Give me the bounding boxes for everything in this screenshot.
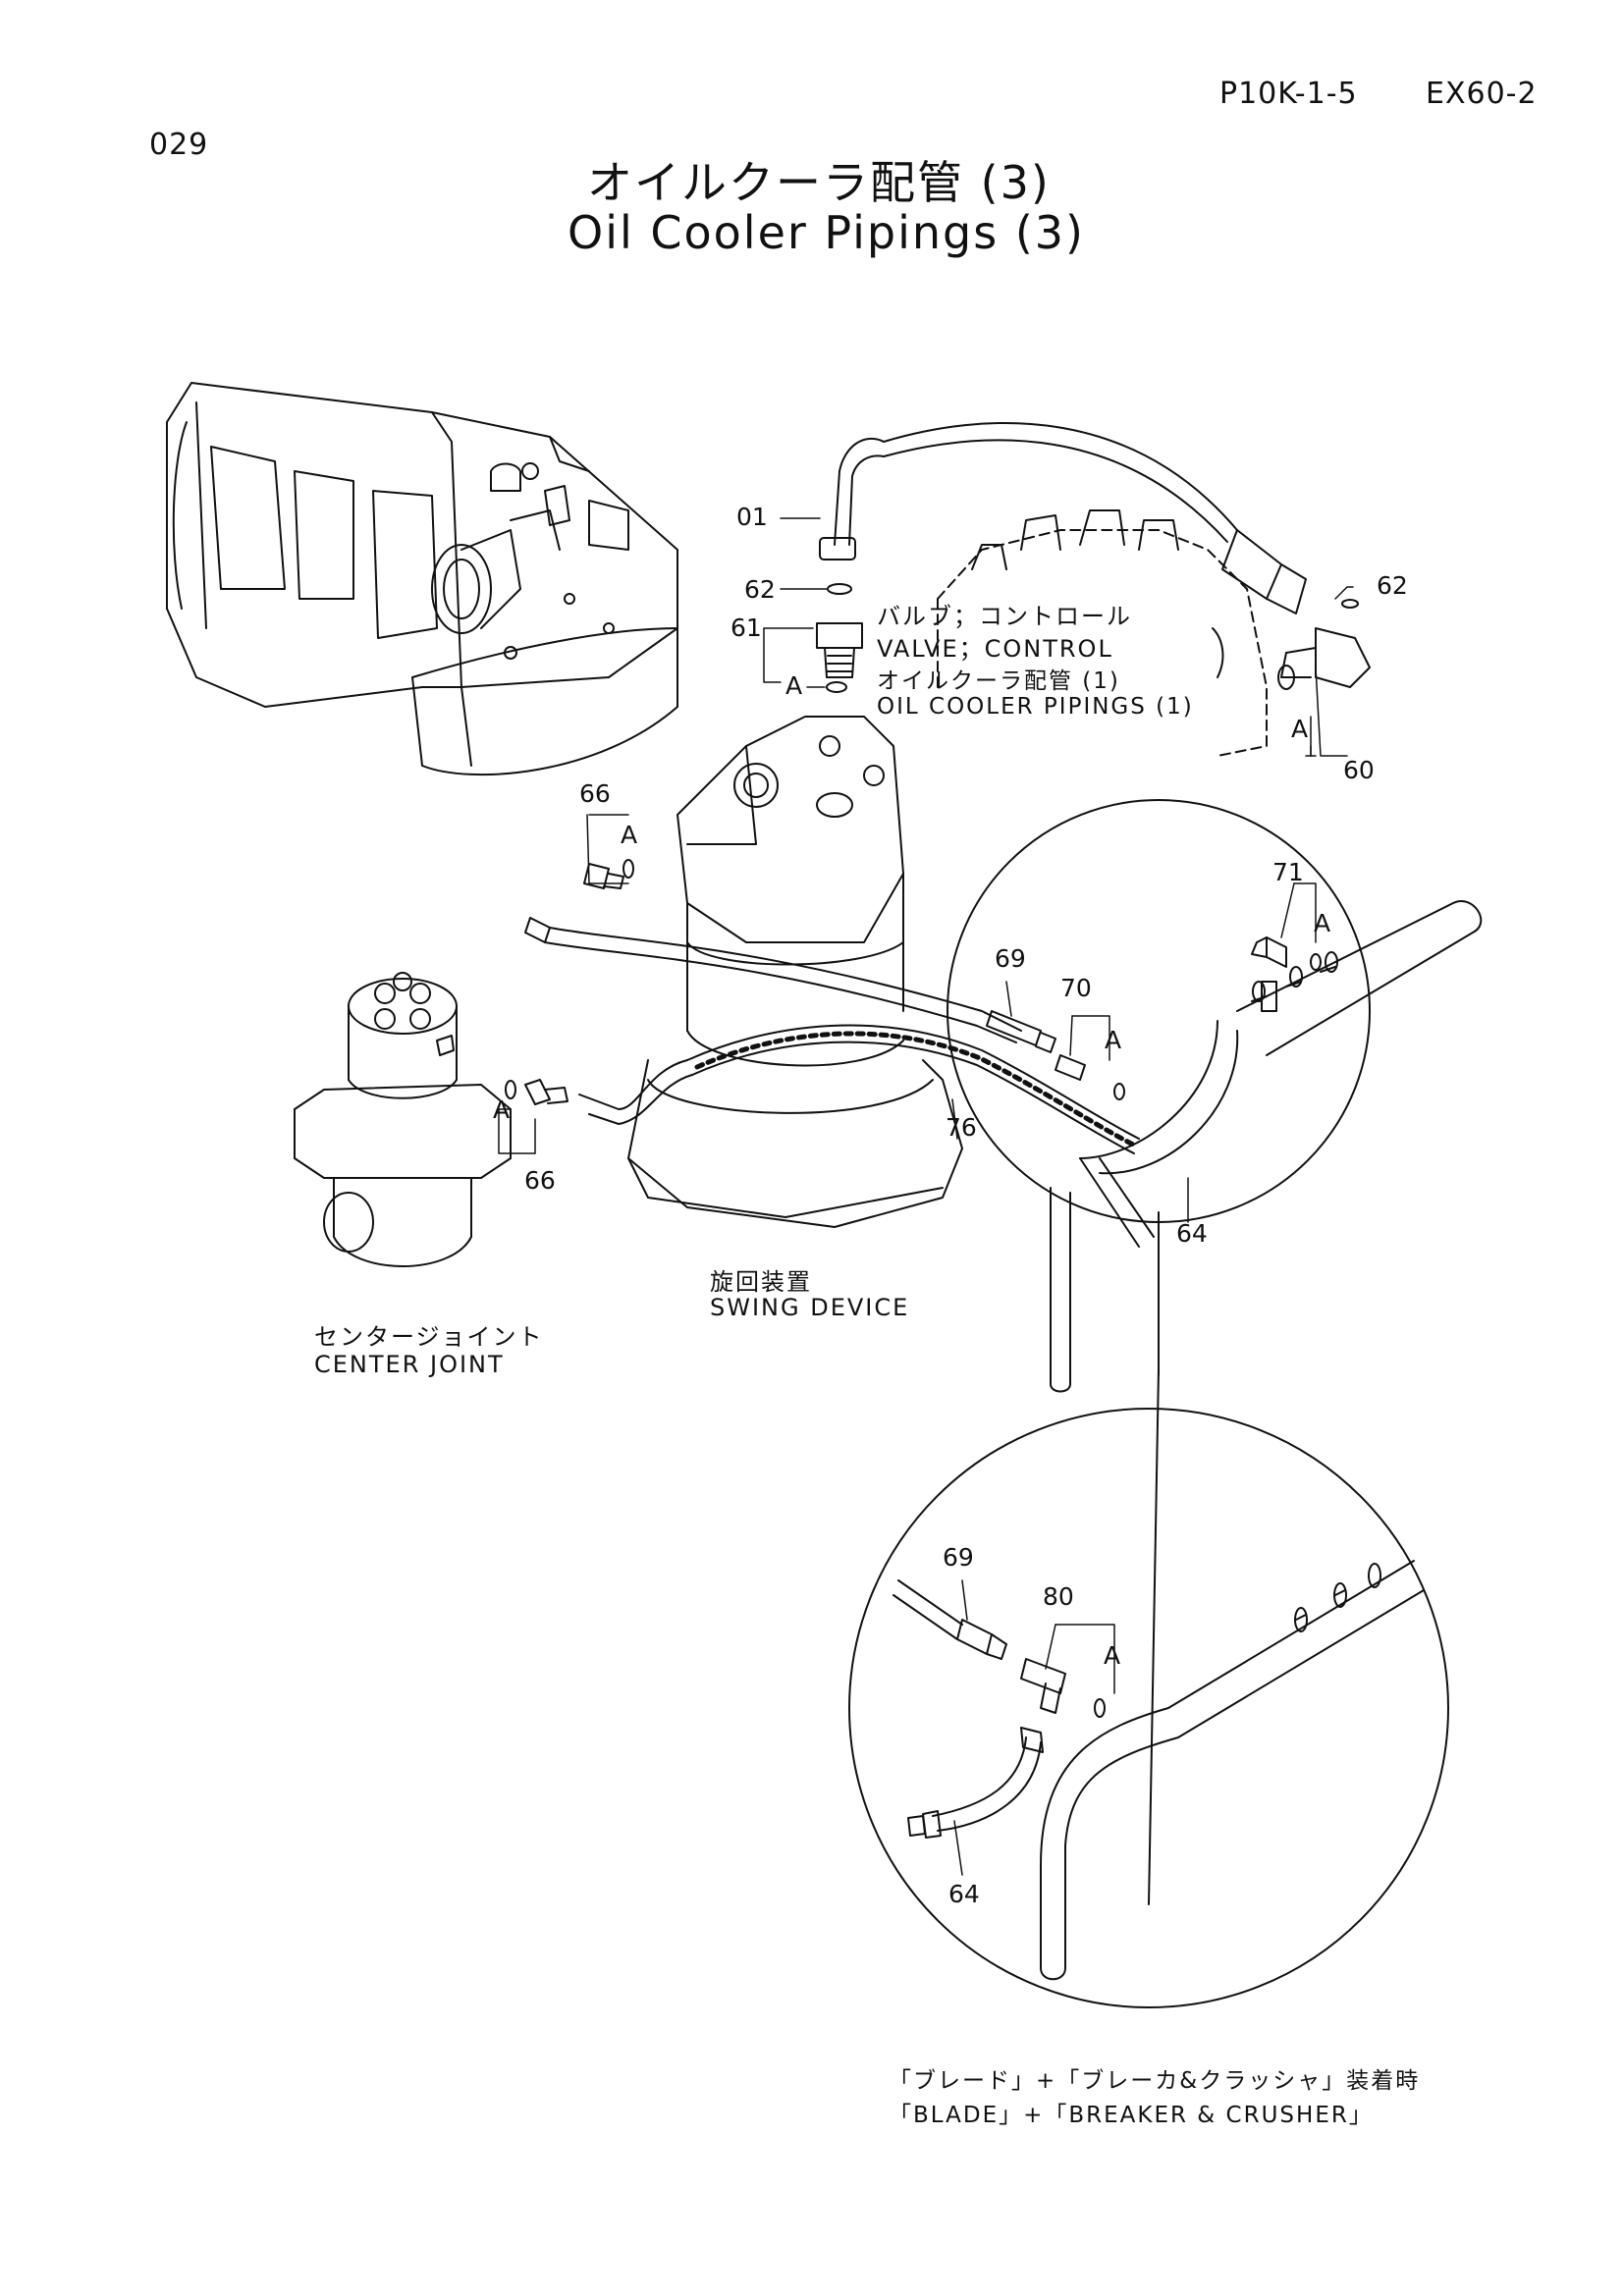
excavator-illustration [167, 383, 677, 774]
oil-cooler-pipings-label-jp: オイルクーラ配管 (1) [877, 668, 1120, 694]
elbow-60 [1278, 600, 1370, 689]
callout-64-upper: 64 [1176, 1219, 1208, 1248]
callout-66-lower: 66 [524, 1166, 556, 1195]
callout-66-upper: 66 [579, 779, 611, 808]
callout-a-61: A [785, 671, 803, 700]
fitting-61 [817, 584, 862, 692]
callout-a-80: A [1104, 1641, 1121, 1670]
callout-62-left: 62 [744, 575, 776, 604]
callout-61: 61 [730, 614, 762, 642]
title-japanese: オイルクーラ配管 (3) [587, 156, 1051, 209]
page-code: P10K-1-5 [1219, 77, 1358, 111]
valve-label-jp: バルブ；コントロール [877, 603, 1132, 630]
swing-device-label-jp: 旋回装置 [710, 1268, 812, 1296]
swing-device-label-en: SWING DEVICE [710, 1294, 910, 1321]
fitting-66-lower [506, 1080, 568, 1104]
fittings-69-70-71 [987, 937, 1321, 1099]
center-joint-label-en: CENTER JOINT [314, 1351, 505, 1378]
option-note-en: 「BLADE」+「BREAKER & CRUSHER」 [889, 2103, 1374, 2128]
callout-a-60: A [1291, 715, 1309, 743]
callout-a-66-upper: A [621, 821, 638, 849]
model-code: EX60-2 [1426, 77, 1538, 111]
callout-a-70: A [1105, 1026, 1122, 1054]
callout-69-lower: 69 [943, 1543, 974, 1572]
callout-71: 71 [1272, 858, 1304, 886]
callout-69-upper: 69 [995, 944, 1026, 973]
valve-label-en: VALVE；CONTROL [877, 635, 1113, 663]
oil-cooler-pipings-label-en: OIL COOLER PIPINGS (1) [877, 694, 1194, 720]
detail-circle-upper [947, 800, 1481, 1904]
callout-76: 76 [946, 1113, 977, 1142]
callout-01: 01 [736, 503, 768, 531]
control-valve-detail [972, 510, 1222, 677]
leader-lines [499, 518, 1353, 1875]
fitting-66-upper [584, 860, 633, 888]
center-joint-illustration [295, 973, 511, 1266]
center-joint-label-jp: センタージョイント [314, 1323, 544, 1351]
callout-a-71: A [1314, 909, 1331, 937]
callout-64-lower: 64 [948, 1880, 980, 1908]
page-number: 029 [149, 128, 209, 162]
callout-70: 70 [1060, 974, 1092, 1002]
title-english: Oil Cooler Pipings (3) [568, 206, 1085, 259]
callout-60: 60 [1343, 756, 1375, 784]
option-note-jp: 「ブレード」+「ブレーカ&クラッシャ」装着時 [889, 2068, 1421, 2094]
hose-76 [525, 918, 1139, 1153]
hose-01 [820, 423, 1306, 614]
detail-circle-lower [849, 1409, 1448, 2007]
control-valve-illustration [938, 530, 1267, 756]
callout-a-66-lower: A [493, 1095, 511, 1124]
swing-device-illustration [628, 717, 962, 1227]
callout-62-right: 62 [1377, 571, 1408, 600]
callout-80: 80 [1043, 1582, 1074, 1611]
